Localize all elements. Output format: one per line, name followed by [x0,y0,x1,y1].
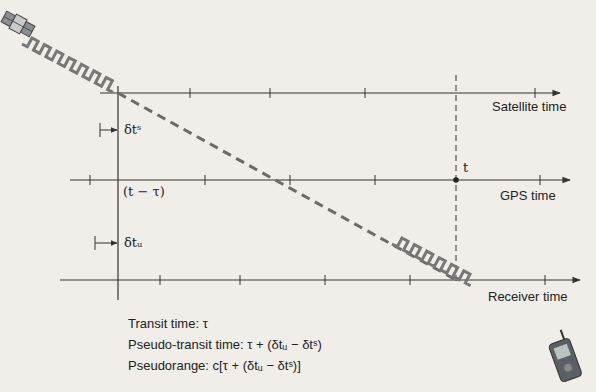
offset-label: δtˢ [124,122,141,138]
time-label: (t − τ) [123,184,165,200]
gps-axis [70,179,570,180]
transmit-line [117,86,118,300]
note-text: Pseudorange: c[τ + (δtᵤ − δtˢ)] [128,358,301,374]
offset-arrow [100,130,117,131]
satellite-axis [100,92,560,93]
signal-wave [22,35,118,92]
note-text: Transit time: τ [128,316,208,332]
axis-ticks [90,88,545,285]
satellite-icon [0,9,36,38]
axis-label: Receiver time [488,289,567,305]
note-text: Pseudo-transit time: τ + (δtᵤ − δtˢ) [128,337,322,353]
signal-wave [392,235,475,286]
axis-label: GPS time [500,188,556,204]
offset-label: δtᵤ [124,235,142,251]
offset-arrow [95,243,117,244]
time-dot [453,177,459,183]
time-label: t [463,160,468,176]
axis-label: Satellite time [492,99,566,115]
receiver-icon [545,328,583,383]
receiver-axis [60,279,580,280]
